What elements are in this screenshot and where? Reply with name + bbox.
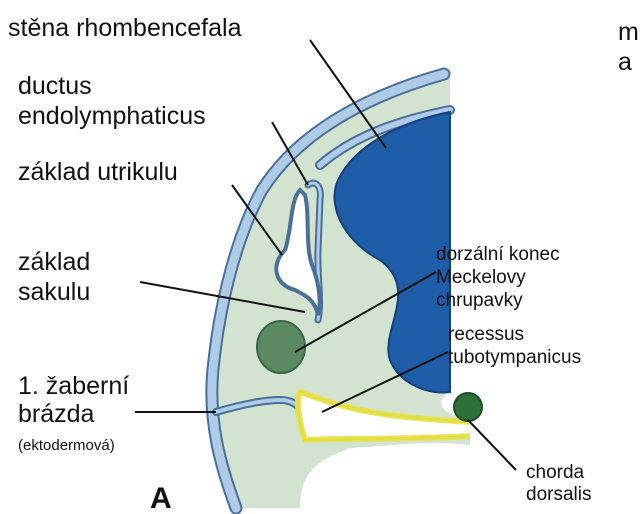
label-zaberni-line1: 1. žaberní [18,372,129,400]
label-dorzalni-line3: chrupavky [436,290,523,311]
label-dorzalni-line2: Meckelovy [436,267,526,288]
label-chorda-line2: dorsalis [526,484,591,505]
panel-letter: A [150,482,172,514]
label-ductus-line1: ductus [18,72,92,100]
label-chorda-line1: chorda [526,462,585,483]
label-recessus-line2: tubotympanicus [448,347,581,368]
label-zaklad-sakulu-line1: základ [18,248,90,276]
label-zaberni-line3: (ektodermová) [18,437,115,454]
label-cut-top-line1: m [618,18,639,46]
pointer-chorda [468,420,516,470]
label-ductus-line2: endolymphaticus [18,102,206,130]
meckel-cartilage [257,321,305,373]
label-stena-rhombencefala: stěna rhombencefala [8,14,242,42]
chorda-dorsalis [454,393,482,421]
label-recessus-line1: recessus [448,324,524,345]
label-zaklad-sakulu-line2: sakulu [18,278,90,306]
label-cut-top-line2: a [618,48,632,76]
label-dorzalni-line1: dorzální konec [436,244,560,265]
label-zaklad-utrikulu: základ utrikulu [18,158,178,186]
label-zaberni-line2: brázda [18,400,95,428]
